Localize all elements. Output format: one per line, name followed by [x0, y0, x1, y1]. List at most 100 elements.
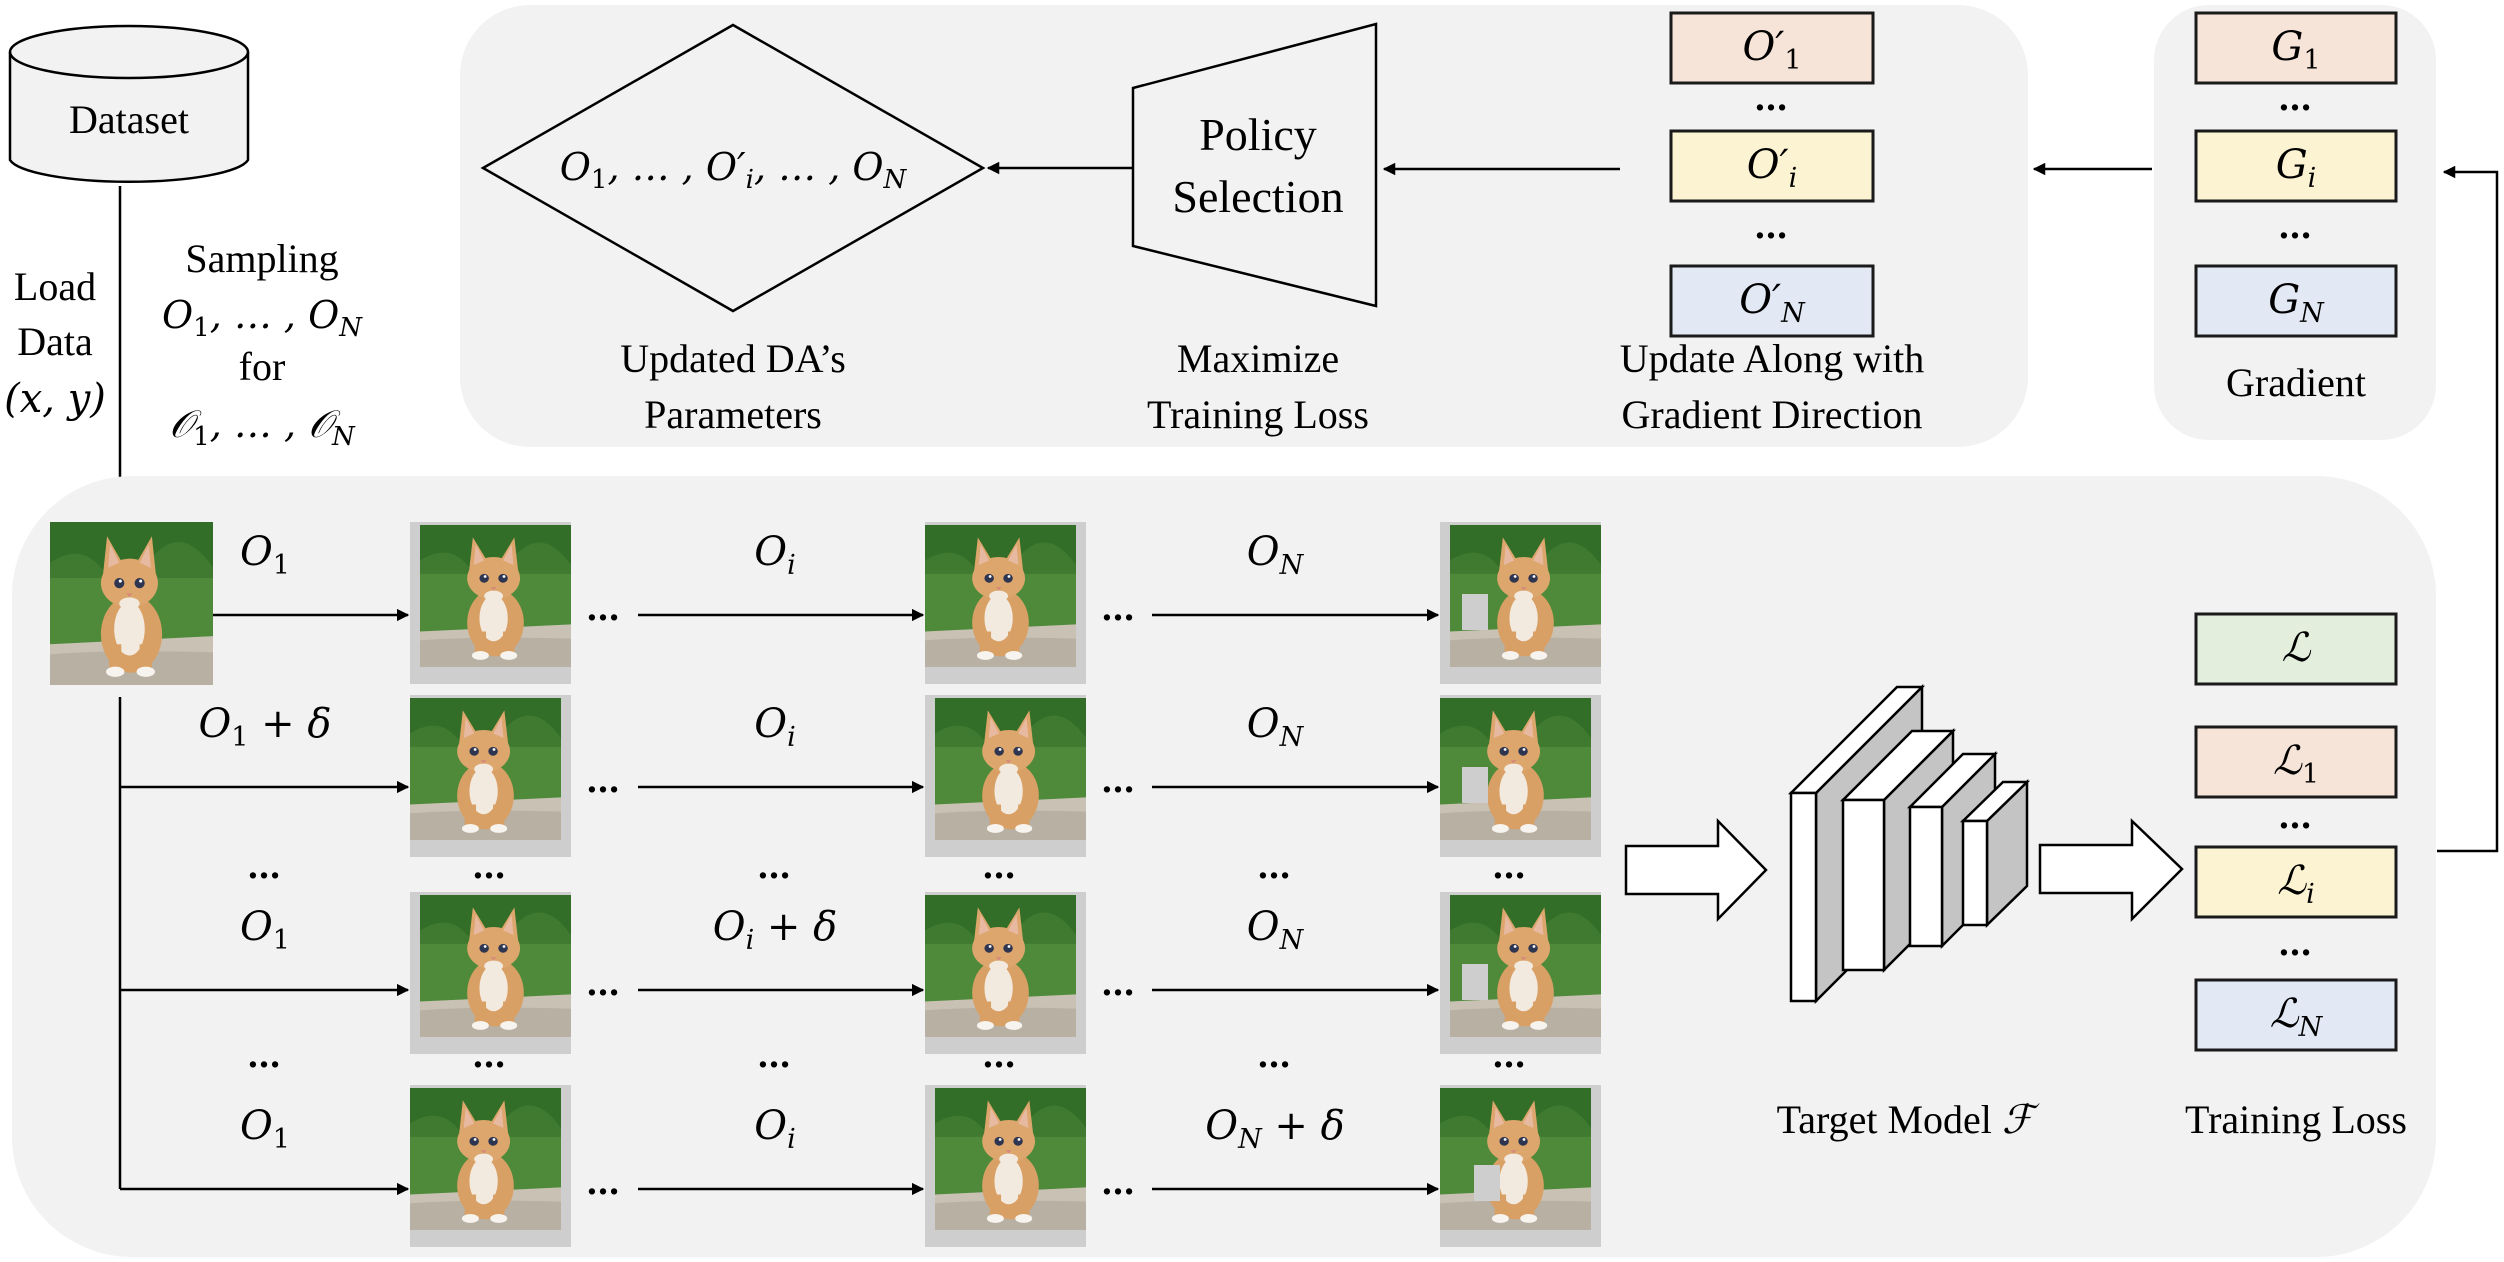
ellipsis: …: [586, 761, 622, 801]
opi-label: Oi: [754, 701, 795, 753]
ellipsis: …: [982, 1036, 1018, 1076]
loss-to-gradient-feedback-arrow: [2437, 165, 2499, 853]
ellipsis: …: [1101, 1163, 1137, 1203]
diamond-ops: O1, … , O′i, … , ON: [560, 145, 908, 195]
ellipsis: …: [586, 589, 622, 629]
ellipsis: …: [757, 847, 793, 887]
augmented-image: [410, 695, 571, 857]
opn-label: ON: [1247, 701, 1305, 753]
augmented-image: [410, 892, 571, 1054]
gradient-box-N: GN: [2194, 264, 2398, 338]
diamond-caption-line1: Updated DA’s: [620, 336, 846, 381]
augmentation-row: O1…Oi…ON + δ: [120, 1085, 1601, 1247]
source-image: [50, 522, 213, 685]
updated-op-box-N-label: O′N: [1739, 277, 1806, 329]
updated-op-box-i: O′i: [1669, 129, 1875, 203]
ellipsis: …: [472, 847, 508, 887]
svg-text:Load: Load: [14, 264, 96, 309]
gradient-box-i: Gi: [2194, 129, 2398, 203]
opn-label: ON: [1247, 904, 1305, 956]
opn-label: ON + δ: [1205, 1103, 1344, 1155]
svg-text:Sampling: Sampling: [185, 236, 338, 281]
augmented-image: [925, 695, 1086, 857]
opi-label: Oi: [754, 1103, 795, 1155]
ellipsis: …: [1257, 1036, 1293, 1076]
loss-box-1-label: ℒ1: [2273, 738, 2319, 790]
augmented-image: [410, 1085, 571, 1247]
load-data-label: Load Data (x, y): [4, 264, 106, 422]
gradient-box-1: G1: [2194, 11, 2398, 85]
target-model-network-icon: [1787, 683, 2031, 1005]
updated-params-diamond: O1, … , O′i, … , ON: [480, 23, 986, 313]
sampling-ops: O1, … , ON: [162, 293, 363, 343]
ellipsis: …: [1101, 589, 1137, 629]
augmented-image: [410, 522, 571, 684]
ellipsis: …: [1492, 847, 1528, 887]
loss-box-i-label: ℒi: [2277, 858, 2314, 910]
training-loss-column: ℒℒ1ℒiℒN……: [2194, 612, 2398, 1052]
svg-text:Selection: Selection: [1172, 171, 1343, 222]
loss-box-1: ℒ1: [2194, 725, 2398, 799]
opn-label: ON: [1247, 529, 1305, 581]
loss-box-total: ℒ: [2194, 612, 2398, 686]
loss-box-N-label: ℒN: [2270, 991, 2324, 1043]
sampling-op-spaces: 𝒪1, … , 𝒪N: [169, 402, 356, 452]
opi-label: Oi + δ: [713, 904, 837, 956]
opi-label: Oi: [754, 529, 795, 581]
erase-patch: [1462, 964, 1488, 1000]
ellipsis: …: [586, 964, 622, 1004]
augmented-image: [1440, 522, 1601, 684]
op1-label: O1: [240, 529, 290, 581]
ellipsis: …: [1257, 847, 1293, 887]
gradient-box-1-label: G1: [2271, 24, 2320, 76]
augmentation-panel: [12, 476, 2436, 1257]
gradient-box-N-label: GN: [2268, 277, 2325, 329]
ellipsis: …: [1754, 79, 1790, 119]
loss-box-N: ℒN: [2194, 978, 2398, 1052]
ellipsis: …: [982, 847, 1018, 887]
ellipsis: …: [586, 1163, 622, 1203]
updated-op-box-N: O′N: [1669, 264, 1875, 338]
ellipsis: …: [247, 847, 283, 887]
gradient-caption: Gradient: [2226, 360, 2366, 405]
policy-selection-trapezoid: Policy Selection: [1131, 22, 1378, 308]
erase-patch: [1462, 594, 1488, 630]
model-to-loss-arrow: [2038, 818, 2184, 923]
svg-text:Policy: Policy: [1199, 109, 1317, 160]
augmented-image: [1440, 1085, 1601, 1247]
ellipsis: …: [2278, 79, 2314, 119]
diamond-caption-line2: Parameters: [644, 392, 822, 437]
augmentation-row: O1 + δ … Oi … ON: [120, 695, 1601, 857]
erase-patch: [1462, 767, 1488, 803]
op1-label: O1 + δ: [198, 701, 331, 753]
updated-op-box-1-label: O′1: [1742, 24, 1801, 76]
updated-ops-column: O′1O′iO′N……: [1669, 11, 1875, 338]
ellipsis: …: [472, 1036, 508, 1076]
loss-box-i: ℒi: [2194, 845, 2398, 919]
ellipsis: …: [1492, 1036, 1528, 1076]
ellipsis: …: [2278, 207, 2314, 247]
svg-text:(x, y): (x, y): [4, 376, 106, 422]
svg-text:for: for: [239, 344, 286, 389]
dataset-label: Dataset: [69, 97, 189, 142]
dataset-cylinder: Dataset: [8, 24, 250, 184]
augmented-image: [925, 1085, 1086, 1247]
ellipsis: …: [2278, 797, 2314, 837]
loss-box-total-label: ℒ: [2282, 625, 2312, 671]
erase-patch: [1474, 1165, 1500, 1201]
grid-to-model-arrow: [1624, 817, 1768, 923]
updated-ops-caption-line2: Gradient Direction: [1622, 392, 1923, 437]
updated-op-box-i-label: O′i: [1747, 142, 1798, 194]
op1-label: O1: [240, 904, 290, 956]
augmented-image: [1440, 892, 1601, 1054]
updated-ops-caption-line1: Update Along with: [1620, 336, 1924, 381]
training-loss-caption: Training Loss: [2185, 1097, 2407, 1142]
augmented-image: [925, 892, 1086, 1054]
target-model-caption: Target Model ℱ: [1777, 1097, 2040, 1143]
augmentation-row: O1 … Oi … ON: [213, 522, 1601, 684]
ellipsis: …: [1101, 761, 1137, 801]
policy-caption-line1: Maximize: [1177, 336, 1339, 381]
